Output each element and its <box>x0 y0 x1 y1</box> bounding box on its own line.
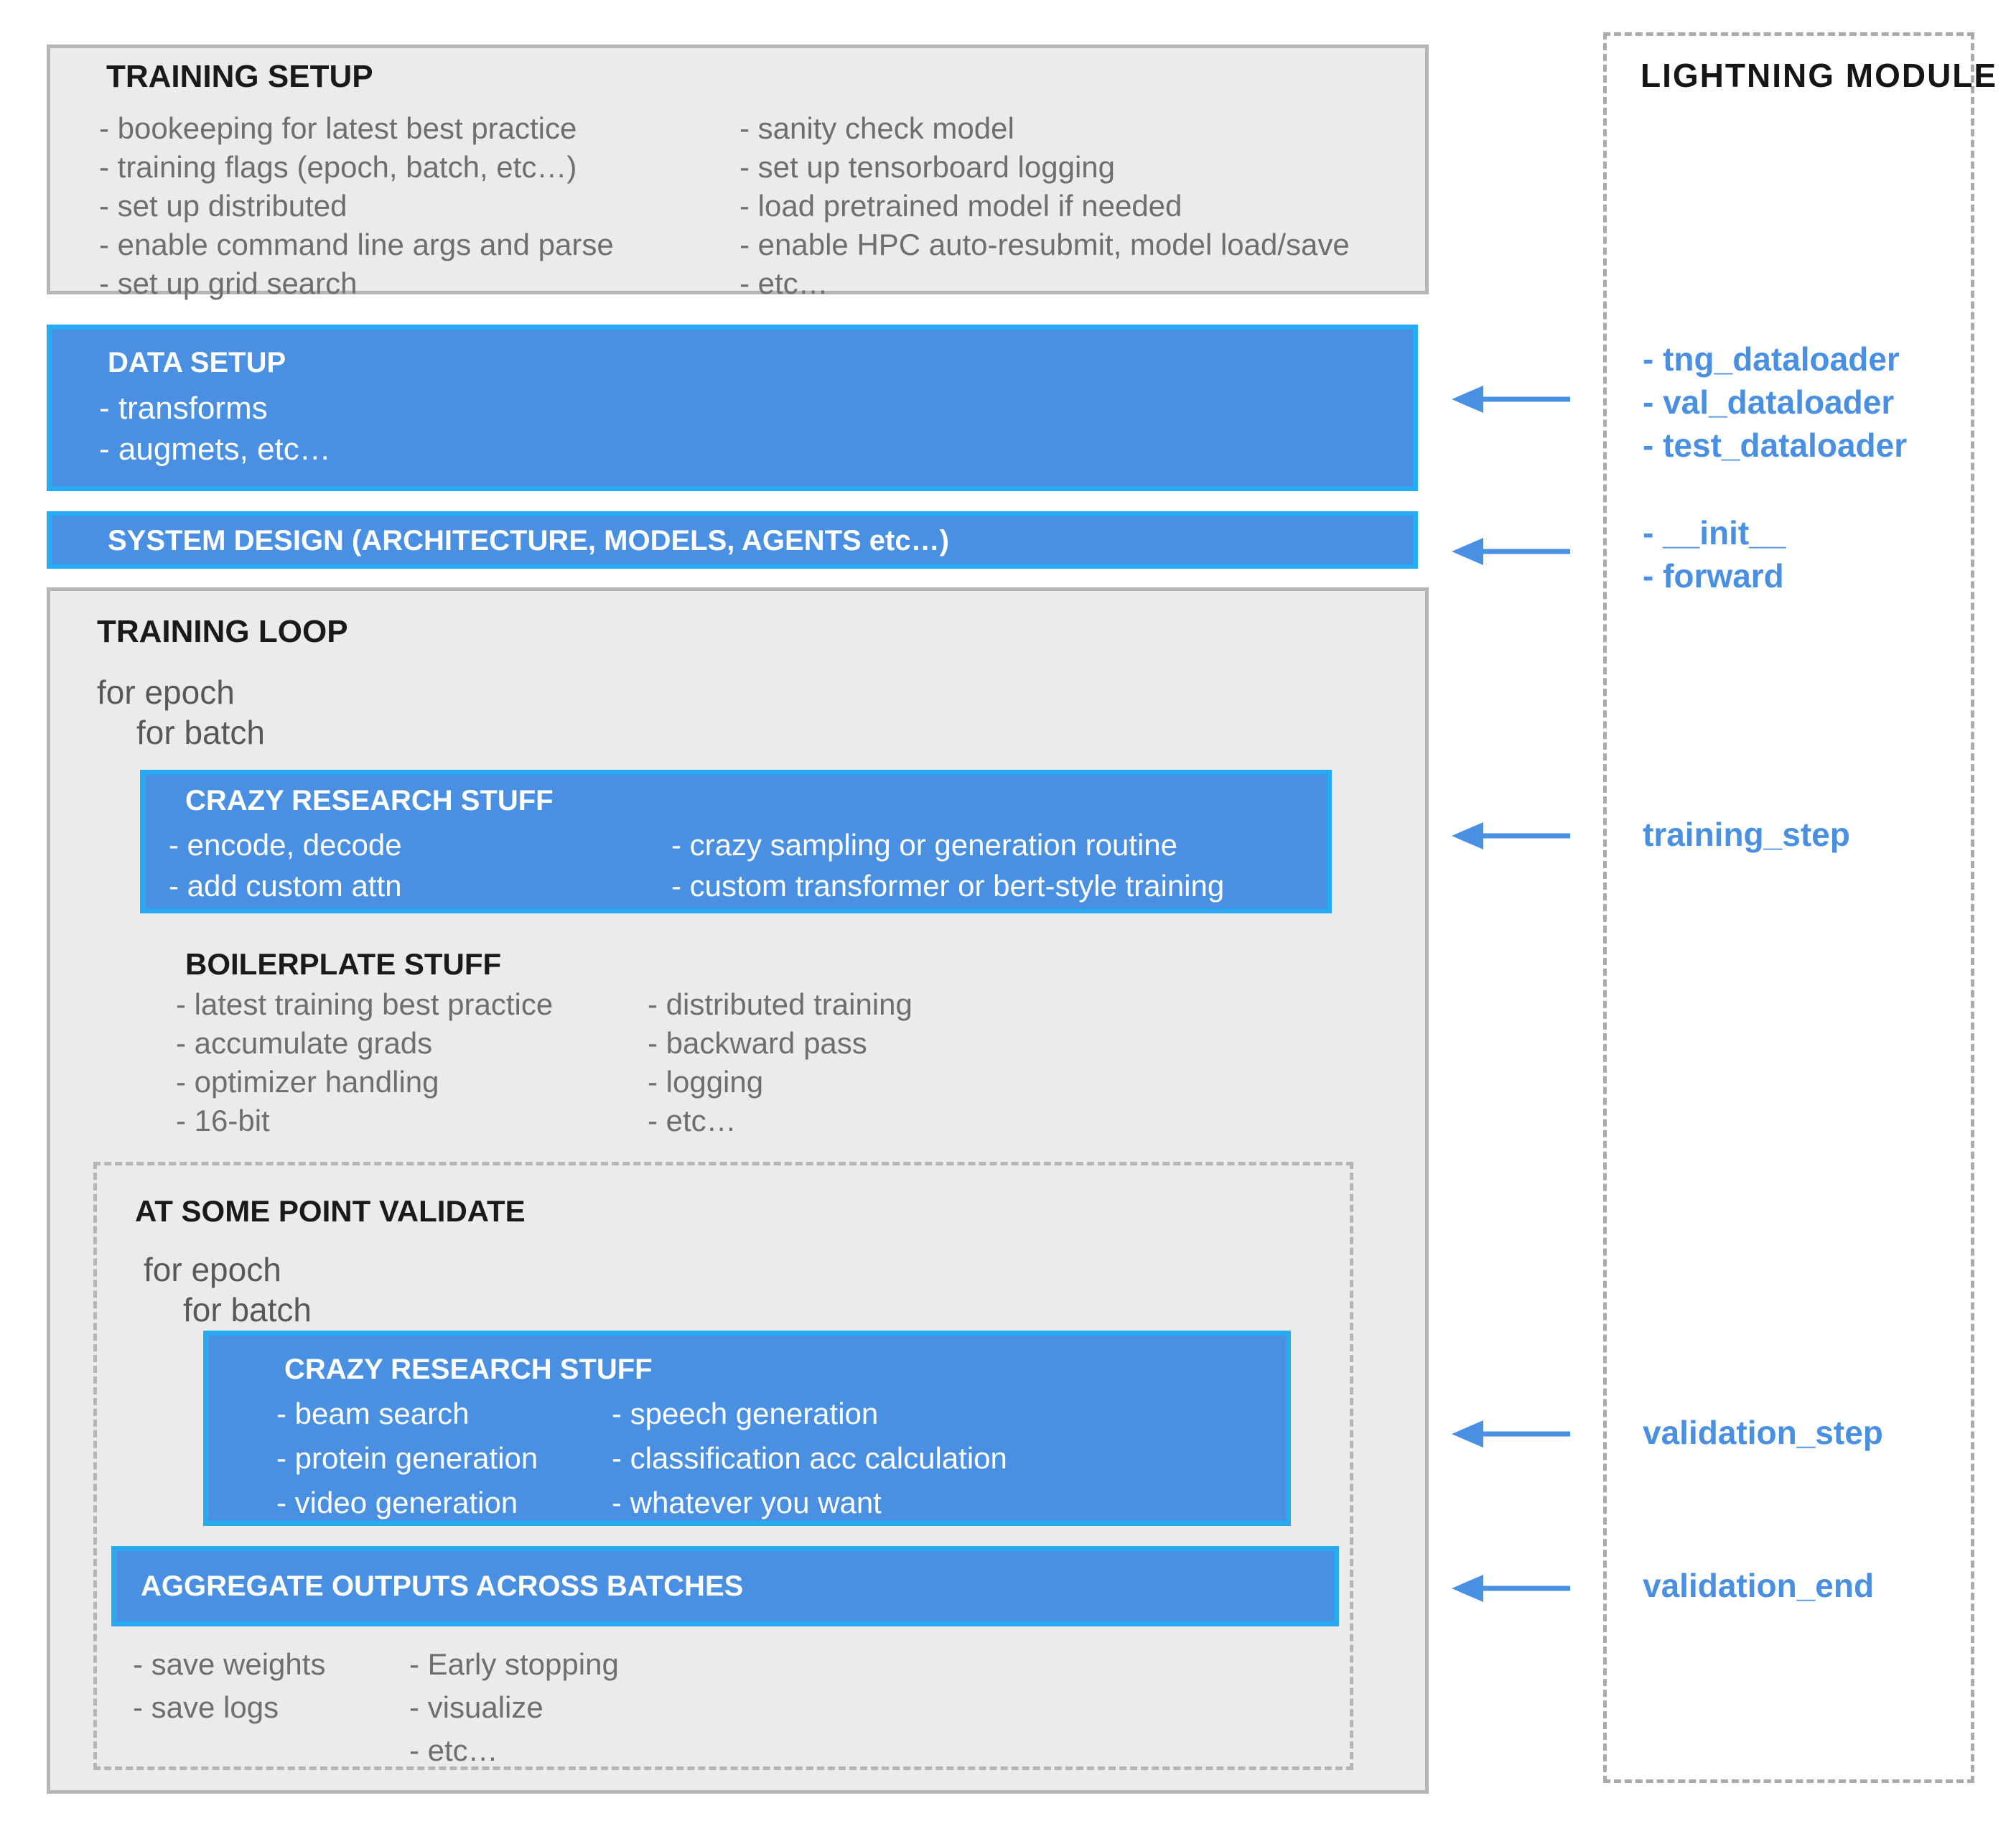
bullet-line: - custom transformer or bert-style train… <box>671 869 1225 903</box>
bullet-line: - training flags (epoch, batch, etc…) <box>99 150 577 184</box>
init-forward-methods: - __init__ - forward <box>1643 511 1786 597</box>
bullet-line: - etc… <box>648 1104 737 1137</box>
training-loop-for-epoch: for epoch <box>97 674 235 711</box>
aggregate-outputs-panel <box>111 1546 1339 1626</box>
bullet-line: - sanity check model <box>739 111 1014 145</box>
bullet-line: - crazy sampling or generation routine <box>671 828 1178 862</box>
bullet-line: - etc… <box>739 266 829 300</box>
boilerplate-col1: - latest training best practice - accumu… <box>176 985 553 1140</box>
dataloader-methods: - tng_dataloader - val_dataloader - test… <box>1643 337 1907 467</box>
method-tng-dataloader: - tng_dataloader <box>1643 340 1900 378</box>
arrow-validation-end-to-aggregate <box>1452 1575 1570 1602</box>
bullet-line: - speech generation <box>612 1397 879 1430</box>
bullet-line: - beam search <box>276 1397 470 1430</box>
training-loop-title: TRAINING LOOP <box>97 614 348 649</box>
bullet-line: - video generation <box>276 1486 518 1519</box>
bullet-line: - logging <box>648 1065 764 1099</box>
method-forward: - forward <box>1643 557 1784 595</box>
validate-title: AT SOME POINT VALIDATE <box>135 1194 526 1228</box>
bullet-line: - visualize <box>409 1690 543 1724</box>
bullet-line: - accumulate grads <box>176 1026 433 1060</box>
training-setup-col1: - bookeeping for latest best practice - … <box>99 109 614 303</box>
method-test-dataloader: - test_dataloader <box>1643 427 1908 464</box>
data-setup-panel <box>47 325 1418 491</box>
method-val-dataloader: - val_dataloader <box>1643 383 1895 421</box>
validate-for-batch: for batch <box>183 1291 312 1328</box>
boilerplate-col2: - distributed training - backward pass -… <box>648 985 913 1140</box>
crazy-research-train-panel <box>140 770 1332 913</box>
method-init: - __init__ <box>1643 514 1786 551</box>
method-validation-step: validation_step <box>1643 1414 1883 1451</box>
bullet-line: - backward pass <box>648 1026 867 1060</box>
bullet-line: - etc… <box>409 1733 498 1767</box>
training-setup-title: TRAINING SETUP <box>106 59 373 94</box>
bullet-line: - transforms <box>99 391 268 426</box>
crazy-research-val-title: CRAZY RESEARCH STUFF <box>284 1354 653 1385</box>
arrow-init-forward-to-system-design <box>1452 538 1570 565</box>
lightning-module-panel <box>1603 32 1974 1783</box>
training-setup-panel <box>47 45 1429 294</box>
bullet-line: - enable HPC auto-resubmit, model load/s… <box>739 228 1350 261</box>
bullet-line: - classification acc calculation <box>612 1441 1007 1475</box>
bullet-line: - augmets, etc… <box>99 432 331 467</box>
validate-panel <box>93 1162 1353 1770</box>
crazy-research-val-col2: - speech generation - classification acc… <box>612 1392 1007 1525</box>
crazy-research-train-title: CRAZY RESEARCH STUFF <box>185 785 554 816</box>
crazy-research-train-col1: - encode, decode - add custom attn <box>169 824 402 906</box>
bullet-line: - set up distributed <box>99 189 347 223</box>
crazy-research-val-col1: - beam search - protein generation - vid… <box>276 1392 538 1525</box>
bullet-line: - whatever you want <box>612 1486 882 1519</box>
boilerplate-title: BOILERPLATE STUFF <box>185 947 502 981</box>
bullet-line: - protein generation <box>276 1441 538 1475</box>
bullet-line: - set up grid search <box>99 266 358 300</box>
arrow-training-step-to-crazy-research <box>1452 822 1570 849</box>
bullet-line: - distributed training <box>648 987 913 1021</box>
arrow-dataloaders-to-data-setup <box>1452 386 1570 413</box>
bullet-line: - encode, decode <box>169 828 402 862</box>
bullet-line: - enable command line args and parse <box>99 228 614 261</box>
bullet-line: - load pretrained model if needed <box>739 189 1182 223</box>
crazy-research-val-panel <box>203 1331 1291 1526</box>
bullet-line: - Early stopping <box>409 1647 619 1681</box>
validate-for-epoch: for epoch <box>144 1251 281 1288</box>
post-validate-col1: - save weights - save logs <box>133 1643 325 1729</box>
bullet-line: - set up tensorboard logging <box>739 150 1116 184</box>
data-setup-title: DATA SETUP <box>108 347 286 378</box>
bullet-line: - latest training best practice <box>176 987 554 1021</box>
method-training-step: training_step <box>1643 816 1850 853</box>
bullet-line: - optimizer handling <box>176 1065 439 1099</box>
arrow-validation-step-to-crazy-research <box>1452 1420 1570 1448</box>
bullet-line: - bookeeping for latest best practice <box>99 111 577 145</box>
crazy-research-train-col2: - crazy sampling or generation routine -… <box>671 824 1224 906</box>
training-loop-for-batch: for batch <box>136 714 265 751</box>
training-setup-col2: - sanity check model - set up tensorboar… <box>739 109 1350 303</box>
method-validation-end: validation_end <box>1643 1567 1875 1604</box>
bullet-line: - save weights <box>133 1647 326 1681</box>
lightning-module-title: LIGHTNING MODULE <box>1641 57 1998 94</box>
system-design-panel <box>47 511 1418 569</box>
aggregate-outputs-title: AGGREGATE OUTPUTS ACROSS BATCHES <box>141 1570 744 1602</box>
data-setup-items: - transforms - augmets, etc… <box>99 388 331 470</box>
post-validate-col2: - Early stopping - visualize - etc… <box>409 1643 619 1772</box>
bullet-line: - save logs <box>133 1690 279 1724</box>
bullet-line: - 16-bit <box>176 1104 270 1137</box>
bullet-line: - add custom attn <box>169 869 402 903</box>
system-design-title: SYSTEM DESIGN (ARCHITECTURE, MODELS, AGE… <box>108 525 949 557</box>
